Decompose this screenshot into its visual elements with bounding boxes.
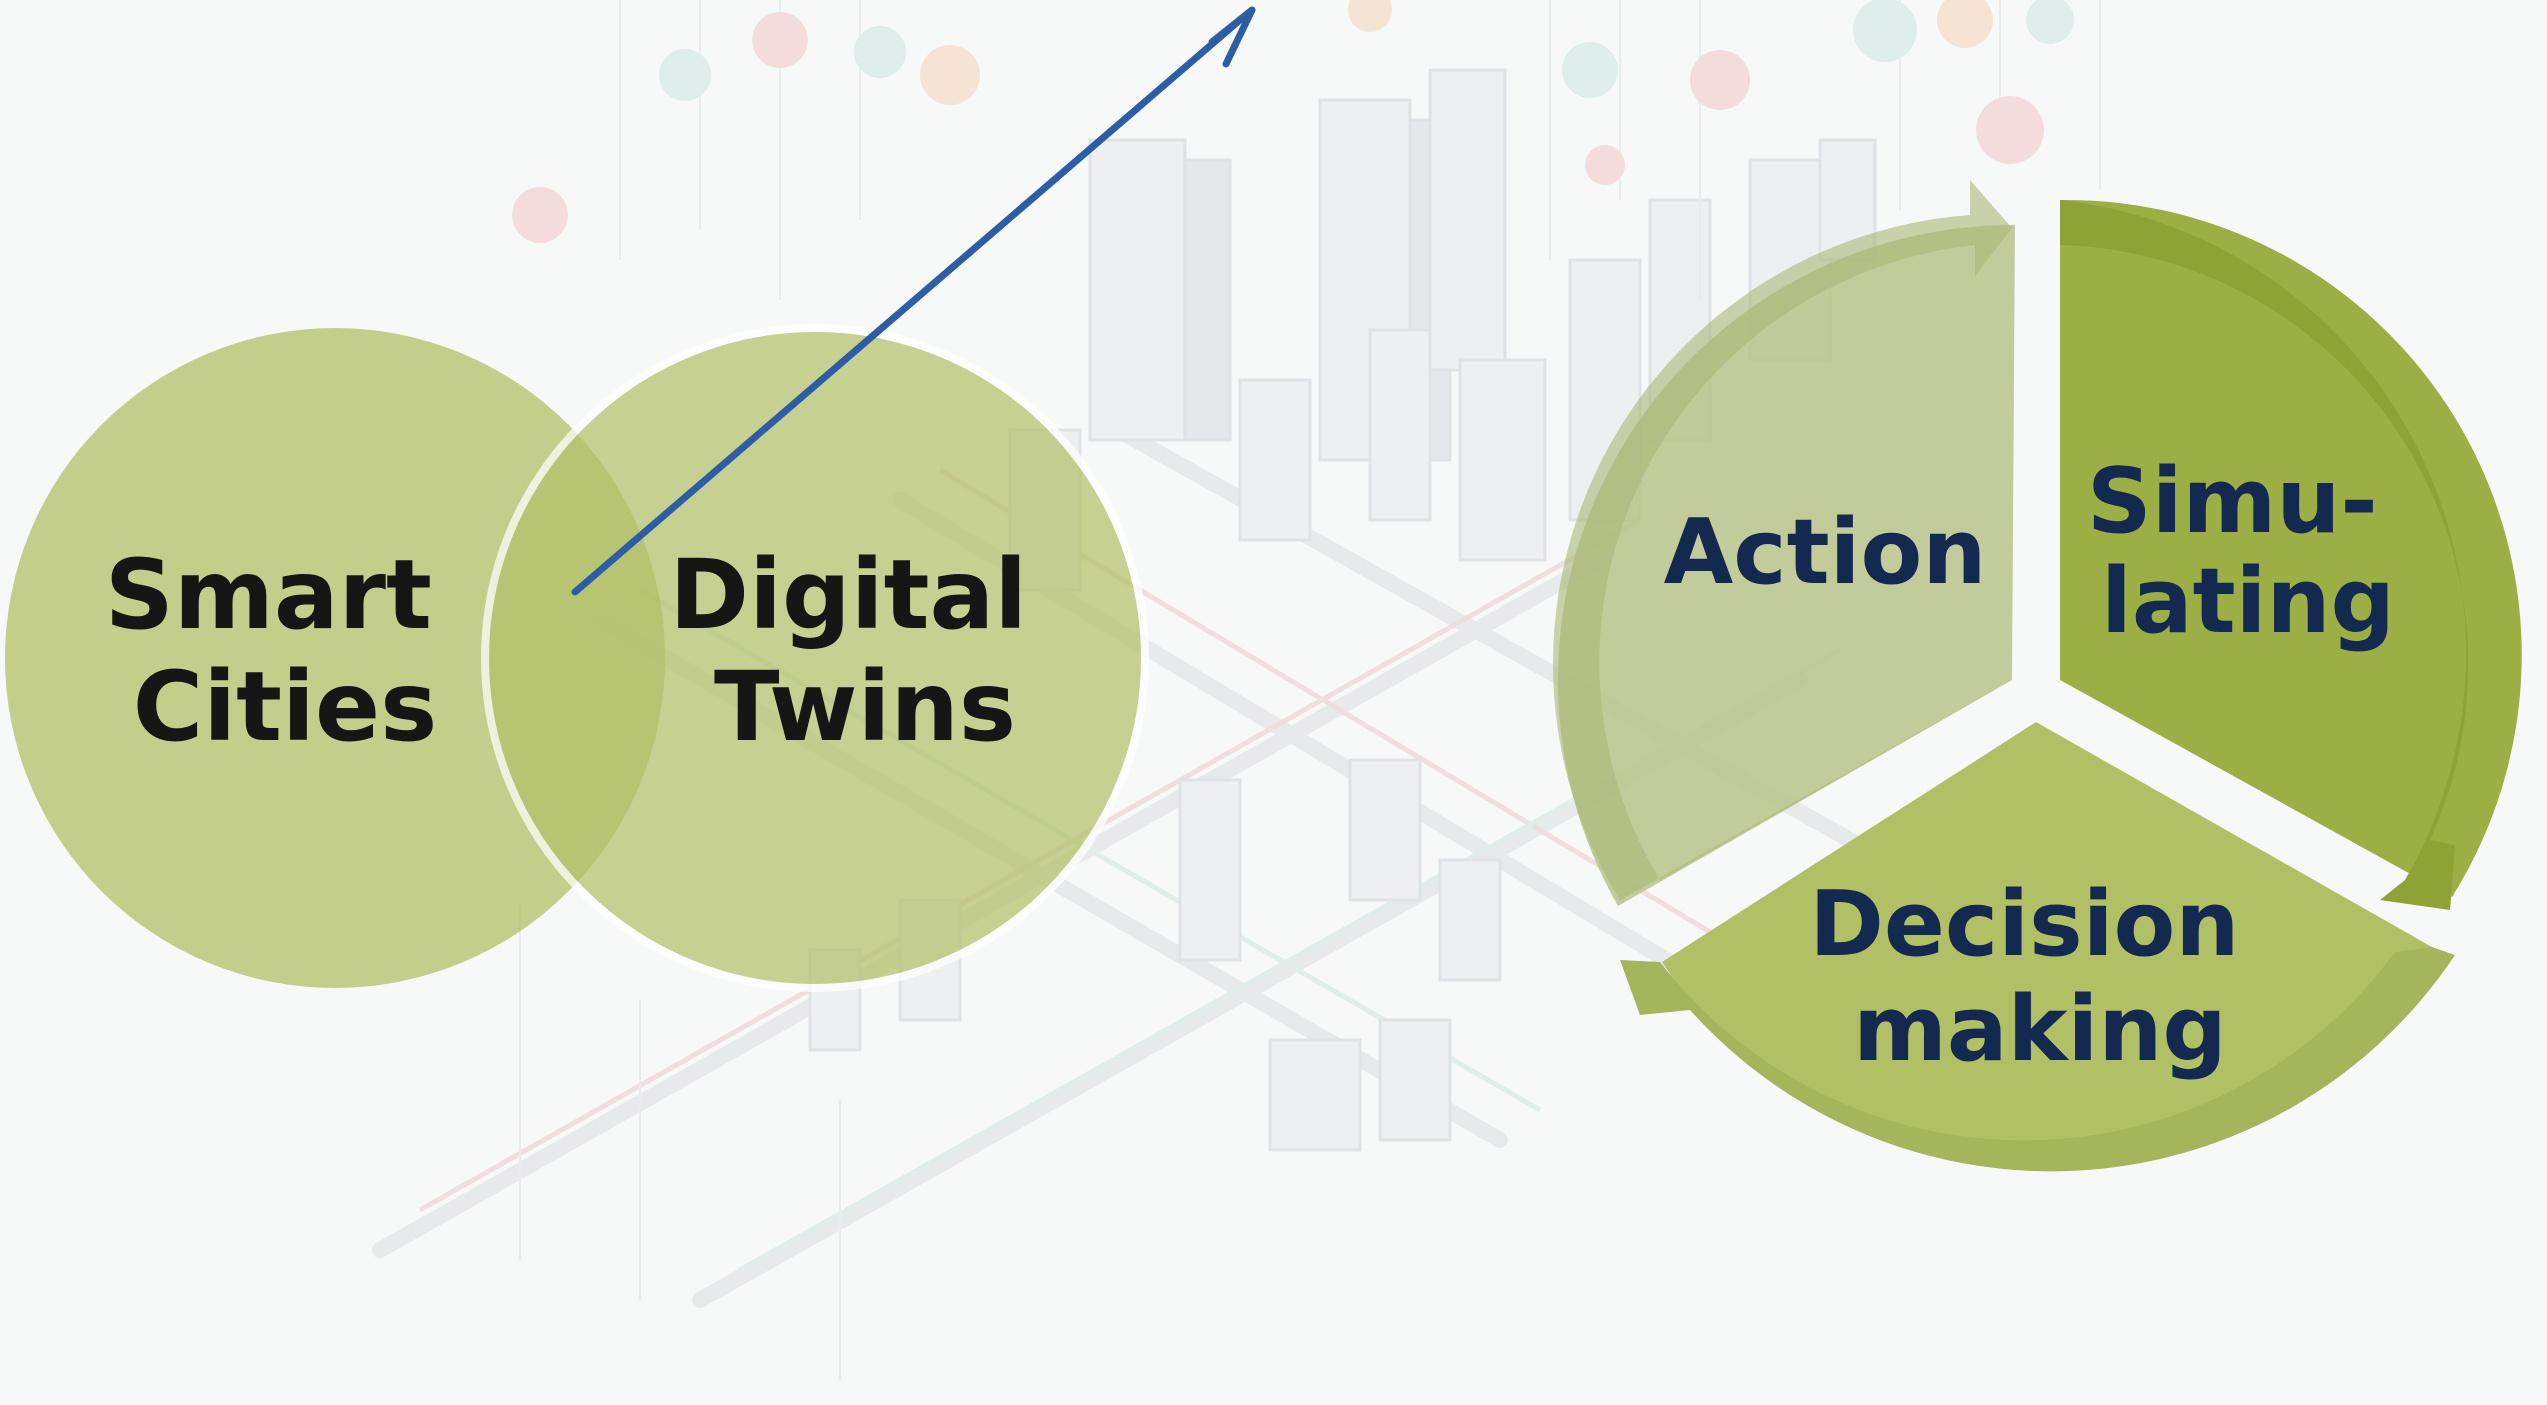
decision-line-2: making — [1853, 977, 2227, 1082]
digital-twins-circle — [481, 324, 1149, 992]
digital-twins-line-1: Digital — [669, 539, 1027, 651]
simulating-line-1: Simu- — [2087, 449, 2378, 554]
digital-twins-label: Digital Twins — [669, 539, 1060, 763]
city-background-illustration — [372, 0, 2108, 1380]
smart-cities-label: Smart Cities — [105, 539, 466, 763]
action-label: Action — [1664, 500, 1987, 605]
decision-line-1: Decision — [1809, 872, 2239, 977]
cycle-diagram: Action Simu- lating Decision making — [1553, 180, 2522, 1172]
decision-label: Decision making — [1809, 872, 2271, 1082]
smart-cities-line-2: Cities — [133, 651, 437, 763]
decision-segment — [1662, 722, 2432, 1168]
simulating-label: Simu- lating — [2087, 449, 2409, 654]
simulating-arrow-band — [2060, 200, 2469, 910]
smart-cities-line-1: Smart — [105, 539, 432, 651]
simulating-segment — [2060, 199, 2522, 897]
simulating-line-2: lating — [2101, 549, 2395, 654]
growth-arrow — [571, 6, 1256, 596]
action-arrow-band — [1553, 180, 2012, 900]
venn-diagram: Smart Cities Digital Twins — [5, 324, 1149, 992]
decision-arrow-band — [1620, 947, 2455, 1172]
digital-twins-line-2: Twins — [714, 651, 1016, 763]
smart-cities-circle — [5, 328, 665, 988]
action-line-1: Action — [1664, 500, 1987, 605]
